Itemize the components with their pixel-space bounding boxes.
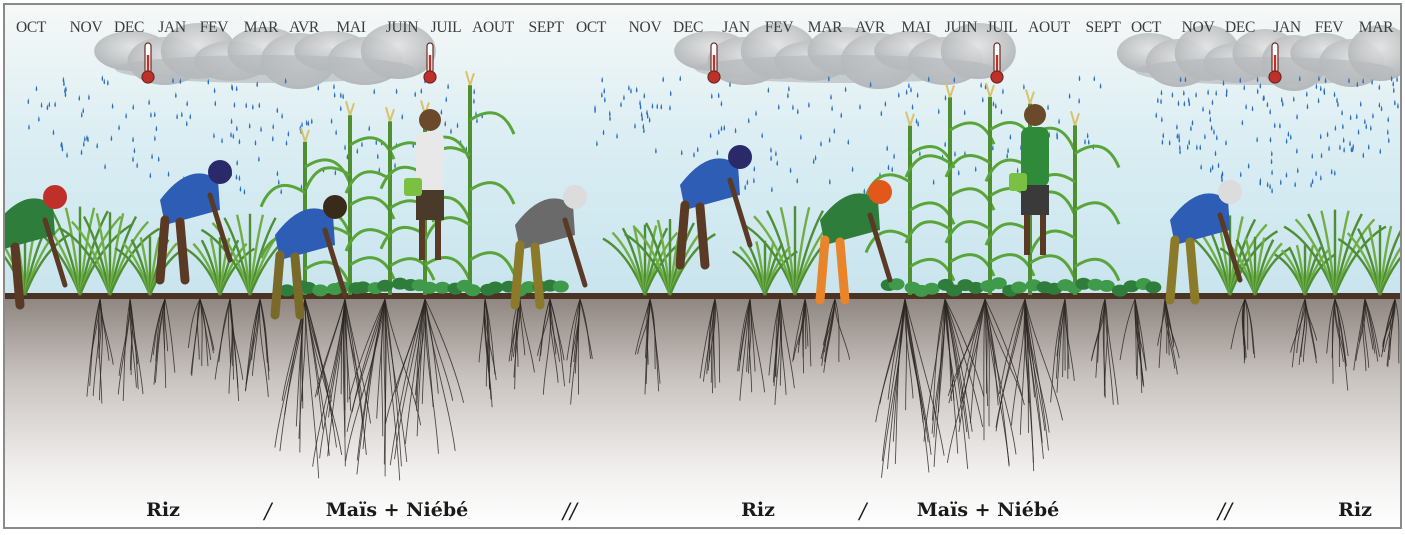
month-label: JAN <box>1273 19 1301 37</box>
month-label: MAR <box>244 19 278 37</box>
crop-label: Maïs + Niébé <box>326 499 468 521</box>
month-label: MAR <box>1359 19 1393 37</box>
month-label: FEV <box>765 19 793 37</box>
month-label: AOUT <box>472 19 514 37</box>
month-label: JUIN <box>386 19 418 37</box>
month-label: FEV <box>1315 19 1343 37</box>
month-label: OCT <box>576 19 606 37</box>
cropping-calendar-diagram: OCT NOV DEC JAN FEV MAR AVR MAI JUIN JUIL AOUT SEPT… <box>3 3 1402 529</box>
crop-sequence-labels: Riz / Maïs + Niébé // Riz / Maïs + Niébé // Riz <box>5 499 1400 525</box>
month-label: MAI <box>901 19 930 37</box>
month-label: MAR <box>808 19 842 37</box>
month-label: AOUT <box>1028 19 1070 37</box>
month-label: DEC <box>114 19 144 37</box>
month-label: JAN <box>158 19 186 37</box>
sequence-separator: / <box>264 499 271 523</box>
month-label: JUIL <box>987 19 1018 37</box>
month-label: NOV <box>629 19 662 37</box>
month-label: AVR <box>855 19 885 37</box>
crop-label: Riz <box>741 499 775 521</box>
crop-label: Riz <box>146 499 180 521</box>
sequence-separator: // <box>563 499 577 523</box>
crop-label: Riz <box>1338 499 1372 521</box>
field-scene <box>5 5 1400 527</box>
month-axis: OCT NOV DEC JAN FEV MAR AVR MAI JUIN JUIL AOUT SEPT… <box>5 19 1400 39</box>
month-label: OCT <box>16 19 46 37</box>
soil <box>5 297 1400 527</box>
month-label: NOV <box>70 19 103 37</box>
month-label: JUIL <box>431 19 462 37</box>
month-label: MAI <box>336 19 365 37</box>
month-label: JAN <box>722 19 750 37</box>
month-label: NOV <box>1182 19 1215 37</box>
month-label: DEC <box>673 19 703 37</box>
crop-label: Maïs + Niébé <box>917 499 1059 521</box>
month-label: AVR <box>289 19 319 37</box>
month-label: SEPT <box>1086 19 1121 37</box>
month-label: JUIN <box>945 19 977 37</box>
month-label: SEPT <box>529 19 564 37</box>
month-label: DEC <box>1225 19 1255 37</box>
sequence-separator: / <box>859 499 866 523</box>
month-label: FEV <box>200 19 228 37</box>
sequence-separator: // <box>1218 499 1232 523</box>
month-label: OCT <box>1131 19 1161 37</box>
